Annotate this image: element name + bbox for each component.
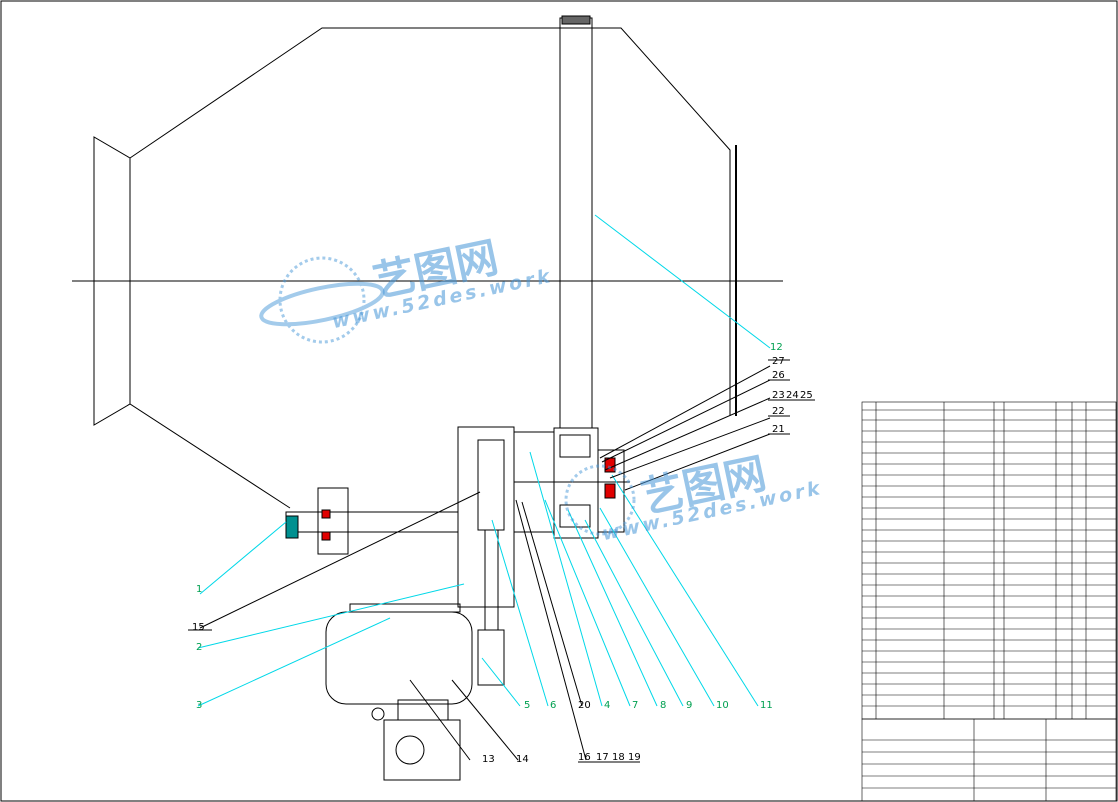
drum-outline — [72, 27, 783, 509]
callout-2: 2 — [196, 642, 202, 653]
watermark-logo — [259, 256, 636, 536]
callout-1: 1 — [196, 584, 202, 595]
title-block — [861, 718, 1117, 802]
callout-26: 26 — [772, 370, 785, 381]
callout-5: 5 — [524, 700, 530, 711]
callout-17: 17 — [596, 752, 609, 763]
motor — [325, 611, 473, 781]
callout-27: 27 — [772, 356, 785, 367]
callout-18: 18 — [612, 752, 625, 763]
belt-drive — [349, 426, 515, 686]
callout-9: 9 — [686, 700, 692, 711]
callout-12: 12 — [770, 342, 783, 353]
callout-10: 10 — [716, 700, 729, 711]
callout-20: 20 — [578, 700, 591, 711]
callout-14: 14 — [516, 754, 529, 765]
callout-24: 24 — [786, 390, 799, 401]
callout-4: 4 — [604, 700, 610, 711]
callout-16: 16 — [578, 752, 591, 763]
callout-22: 22 — [772, 406, 785, 417]
callout-3: 3 — [196, 700, 202, 711]
leader-lines — [197, 214, 771, 707]
callout-21: 21 — [772, 424, 785, 435]
bom-table — [861, 401, 1117, 720]
callout-13: 13 — [482, 754, 495, 765]
callout-15: 15 — [192, 622, 205, 633]
callouts: 1 2 3 4 5 6 7 8 9 10 11 12 13 14 15 16 1… — [192, 342, 813, 765]
callout-19: 19 — [628, 752, 641, 763]
leader-lines-dark — [188, 359, 815, 763]
callout-23: 23 — [772, 390, 785, 401]
callout-8: 8 — [660, 700, 666, 711]
callout-7: 7 — [632, 700, 638, 711]
callout-6: 6 — [550, 700, 556, 711]
callout-11: 11 — [760, 700, 773, 711]
callout-25: 25 — [800, 390, 813, 401]
main-shaft — [559, 15, 593, 429]
